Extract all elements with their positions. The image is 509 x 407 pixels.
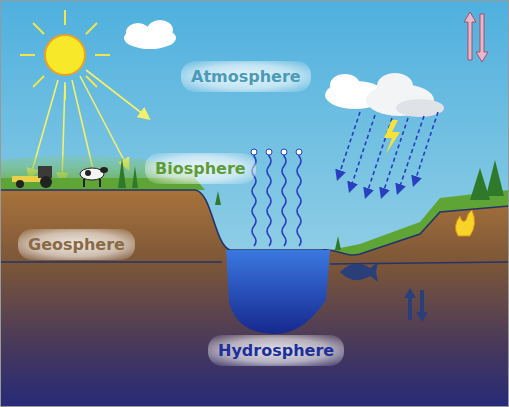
lightning [384,120,400,154]
geosphere-ground [0,190,509,407]
evaporation [252,155,301,246]
cow [80,167,108,187]
atmosphere-label: Atmosphere [181,61,311,92]
rain-cloud [325,73,444,117]
updown-arrows [404,288,428,322]
fire [455,210,474,236]
geosphere-label: Geosphere [18,229,135,260]
lake [226,250,330,334]
rain [338,112,438,196]
tractor [12,166,52,188]
exchange-arrows [464,12,488,62]
biosphere-label: Biosphere [145,153,256,184]
cloud [124,20,176,49]
fish [340,262,378,282]
hydrosphere-label: Hydrosphere [208,335,344,366]
